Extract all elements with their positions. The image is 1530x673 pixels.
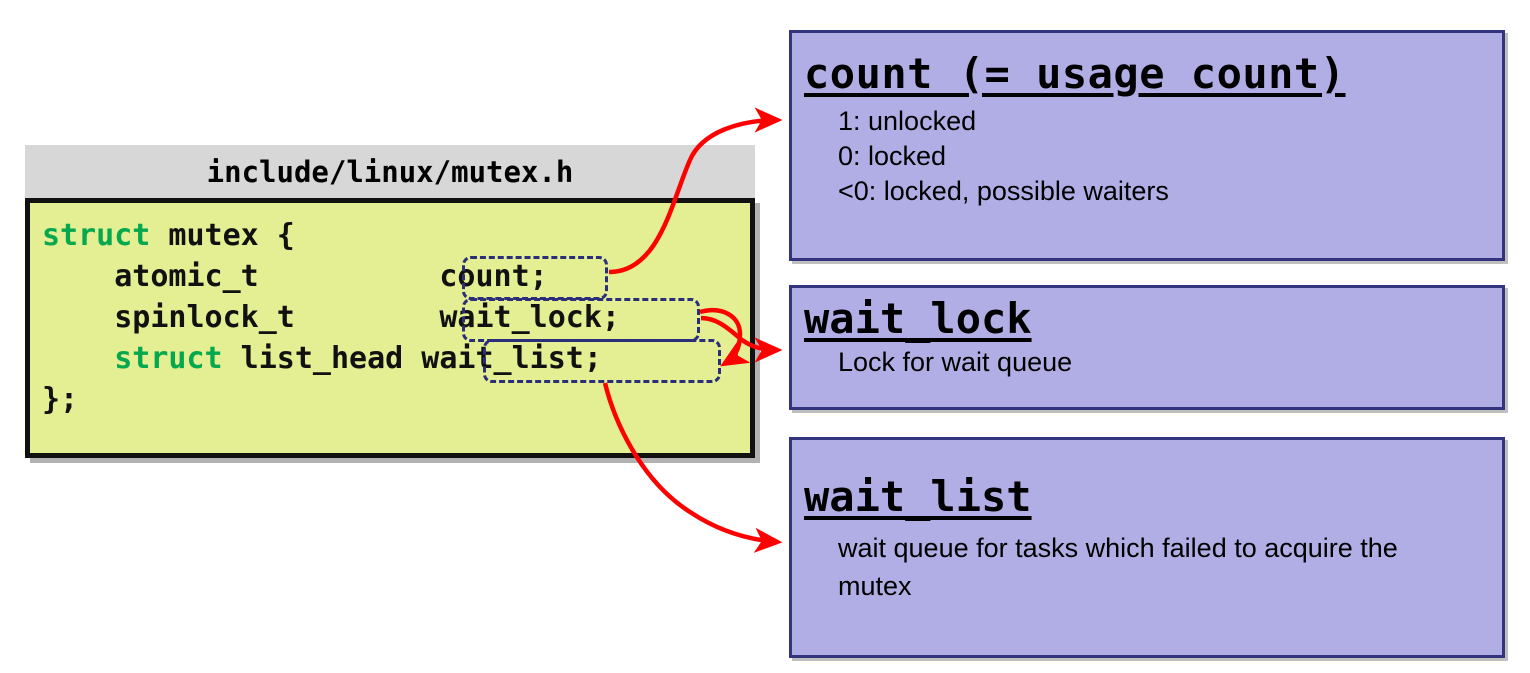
panel-wait-lock-lines: Lock for wait queue (792, 343, 1502, 380)
struct-source-code: struct mutex { atomic_t count; spinlock_… (42, 218, 620, 417)
panel-count-title: count (= usage count) (804, 49, 1346, 98)
field-highlight-count (462, 256, 608, 300)
keyword-struct: struct (42, 218, 151, 253)
panel-count-line-1: 1: unlocked (838, 106, 977, 136)
panel-count-line-3: <0: locked, possible waiters (838, 176, 1169, 206)
field-highlight-wait-list (483, 339, 721, 383)
panel-wait-list-title: wait_list (804, 472, 1032, 521)
panel-wait-lock: wait_lock Lock for wait queue (789, 285, 1505, 410)
panel-wait-lock-line-1: Lock for wait queue (838, 347, 1073, 377)
source-file-header: include/linux/mutex.h (25, 145, 755, 198)
panel-count-lines: 1: unlocked 0: locked <0: locked, possib… (792, 98, 1502, 209)
keyword-struct-2: struct (114, 341, 223, 376)
panel-wait-list-line-1: wait queue for tasks which failed to acq… (838, 533, 1398, 601)
panel-count: count (= usage count) 1: unlocked 0: loc… (789, 30, 1505, 261)
panel-wait-lock-title: wait_lock (804, 294, 1032, 343)
panel-count-line-2: 0: locked (838, 141, 947, 171)
field-highlight-wait-lock (462, 298, 700, 342)
panel-wait-list: wait_list wait queue for tasks which fai… (789, 437, 1505, 658)
panel-wait-list-lines: wait queue for tasks which failed to acq… (792, 521, 1502, 605)
source-file-name: include/linux/mutex.h (206, 154, 574, 189)
